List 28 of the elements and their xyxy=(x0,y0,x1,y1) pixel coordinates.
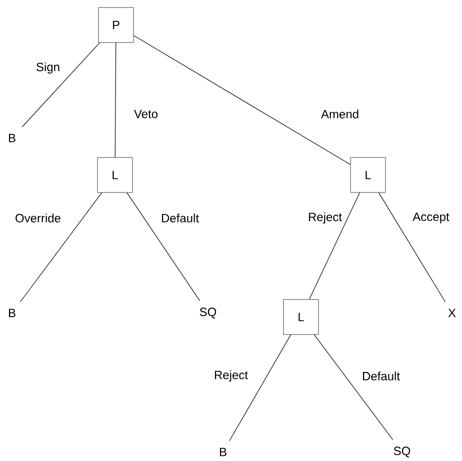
branch-line xyxy=(378,192,446,302)
outcome-label: X xyxy=(448,308,456,318)
outcome-label: SQ xyxy=(394,446,410,458)
branch-line xyxy=(114,42,116,158)
edge-label: Accept xyxy=(412,212,450,224)
edge-label: Reject xyxy=(308,212,342,224)
player-box: L xyxy=(97,157,133,193)
edge-label: Default xyxy=(362,372,400,380)
edge-label: Amend xyxy=(321,110,358,118)
branch-line xyxy=(133,35,351,165)
branch-line xyxy=(309,192,360,300)
branch-line xyxy=(314,334,394,440)
edge-label: Sign xyxy=(36,62,60,74)
branch-line xyxy=(126,192,200,301)
player-box: L xyxy=(350,157,386,193)
edge-label: Reject xyxy=(214,370,248,382)
outcome-label: B xyxy=(9,308,16,318)
player-box: L xyxy=(283,299,319,335)
outcome-label: B xyxy=(220,448,226,456)
edge-label: Override xyxy=(16,214,60,222)
player-box: P xyxy=(98,7,134,43)
branch-line xyxy=(20,192,102,302)
branch-line xyxy=(22,42,100,128)
outcome-label: B xyxy=(9,134,16,142)
branch-line xyxy=(229,334,292,442)
outcome-label: SQ xyxy=(200,308,216,318)
edge-label: Default xyxy=(162,214,199,222)
edge-label: Veto xyxy=(134,110,158,118)
